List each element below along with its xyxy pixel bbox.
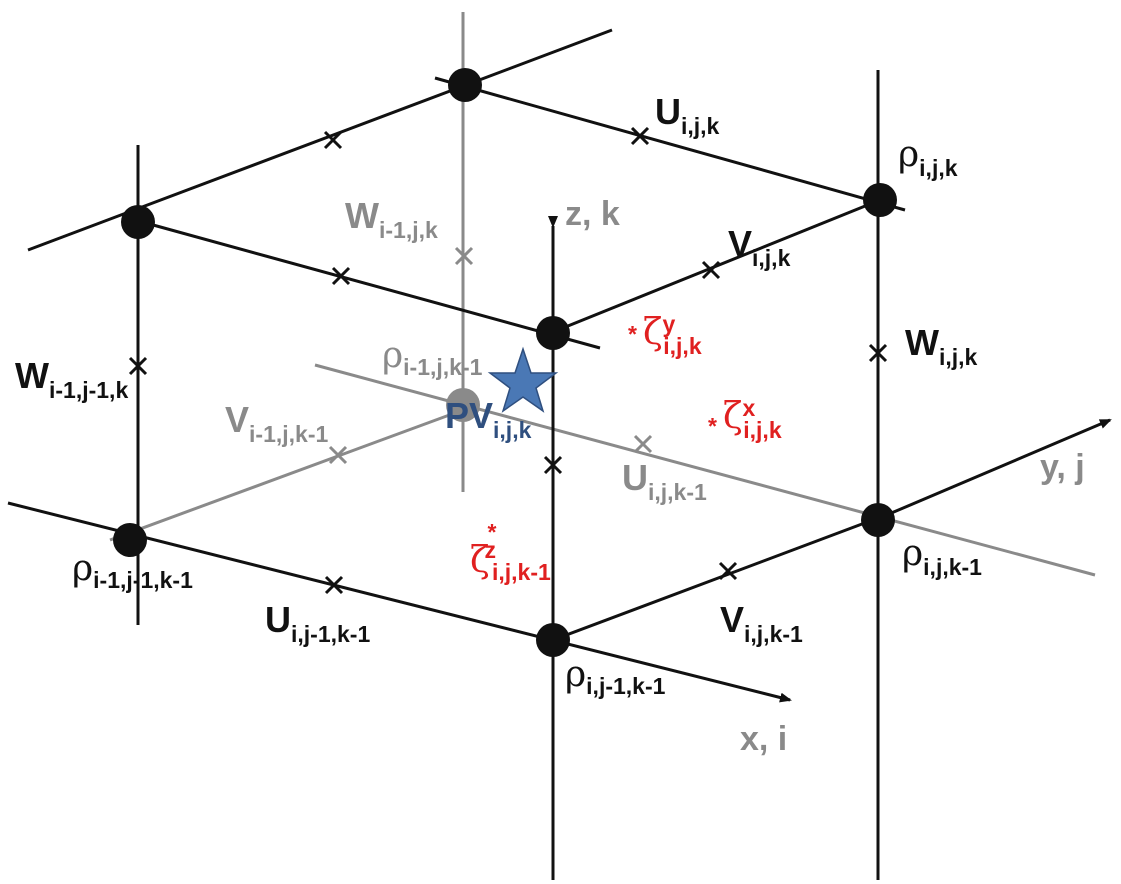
label-u-ijkm1: Ui,j,k-1 [622, 457, 707, 505]
node-dot [448, 68, 482, 102]
staggered-points [128, 126, 888, 595]
node-dot [536, 623, 570, 657]
cross-icon [543, 455, 563, 475]
node-dot [121, 205, 155, 239]
label-rho-ijm1km1: ρi,j-1,k-1 [565, 654, 666, 699]
label-w-im1jk: Wi-1,j,k [345, 195, 438, 243]
z-axis-label: z, k [565, 195, 620, 233]
label-u-ijk: Ui,j,k [655, 91, 720, 139]
cross-icon [324, 575, 344, 595]
top-right-edge [434, 76, 906, 212]
cross-icon [718, 561, 738, 581]
bottom-right-edge [552, 516, 879, 642]
cross-icon [454, 246, 474, 266]
label-v-ijk: Vi,j,k [728, 223, 791, 271]
cross-icon [630, 126, 650, 146]
y-axis-arrow [874, 418, 1112, 522]
label-v-ijkm1: Vi,j,k-1 [720, 599, 803, 647]
label-rho-im1jm1km1: ρi-1,j-1,k-1 [72, 548, 193, 593]
label-rho-im1jkm1: ρi-1,j,k-1 [382, 335, 483, 380]
top-back-edge [27, 28, 613, 252]
cross-icon [633, 434, 653, 454]
x-axis-label: x, i [740, 720, 787, 758]
label-rho-ijk: ρi,j,k [898, 134, 958, 181]
top-front-edge [134, 218, 601, 350]
back-y-line [109, 408, 464, 542]
cross-icon [328, 445, 348, 465]
label-w-ijk: Wi,j,k [905, 322, 978, 370]
y-axis-label: y, j [1040, 448, 1085, 486]
star-icon [487, 346, 559, 413]
label-pv: PVi,j,k [445, 395, 532, 443]
node-dot [863, 183, 897, 217]
cross-icon [128, 356, 148, 376]
cross-icon [868, 343, 888, 363]
label-rho-ijkm1: ρi,j,k-1 [902, 533, 982, 580]
node-dot [861, 503, 895, 537]
node-dot [446, 388, 480, 422]
cross-icon [323, 130, 343, 150]
node-dot [113, 523, 147, 557]
grid-nodes [113, 68, 897, 657]
label-u-ijm1km1: Ui,j-1,k-1 [265, 599, 370, 647]
back-x-line [314, 363, 1096, 577]
node-dot [536, 316, 570, 350]
cross-icon [331, 266, 351, 286]
cross-icon [701, 260, 721, 280]
label-w-im1jm1k: Wi-1,j-1,k [15, 355, 128, 403]
label-v-im1jkm1: Vi-1,j,k-1 [225, 399, 328, 447]
back-grid-lines [109, 12, 1112, 577]
